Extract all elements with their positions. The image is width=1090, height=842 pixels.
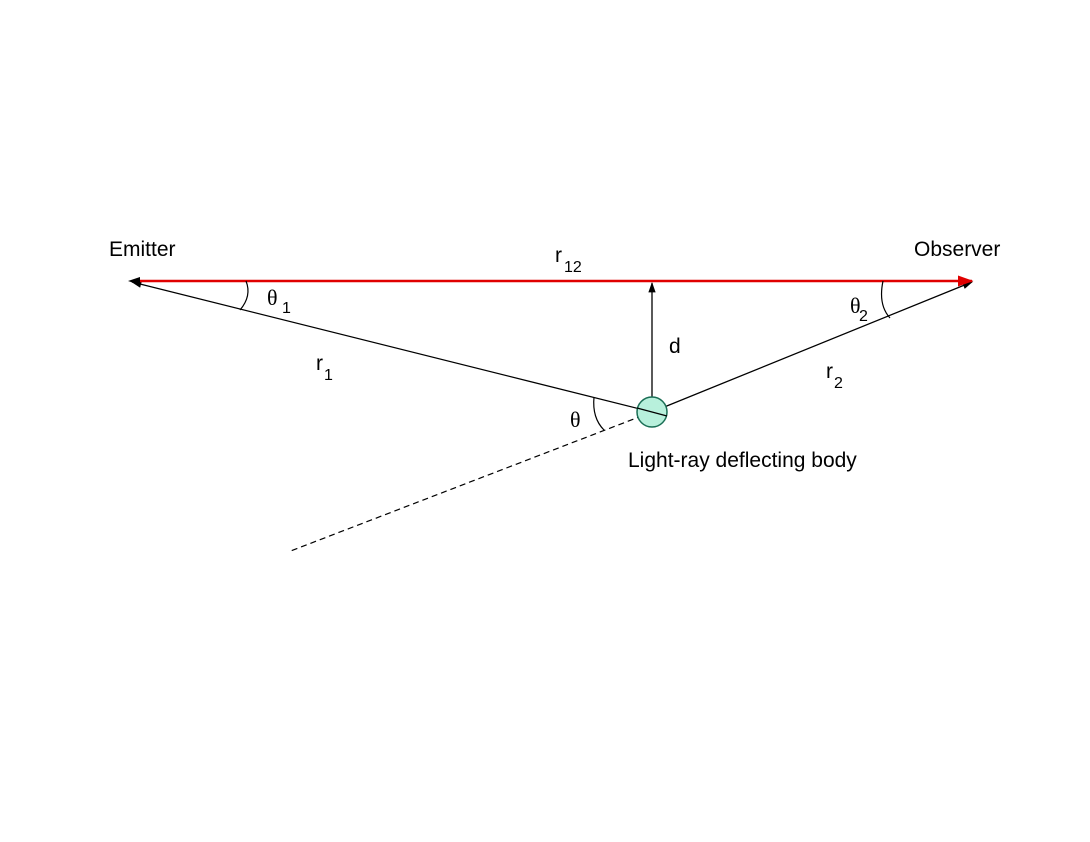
theta1-arc <box>239 280 249 311</box>
dashed-extension-line <box>287 411 653 553</box>
emitter-arrowhead <box>128 277 140 285</box>
r1-through-body <box>636 407 668 417</box>
r2-line <box>651 281 973 413</box>
observer-label: Observer <box>914 238 1000 261</box>
theta2-label: θ 2 <box>850 293 868 325</box>
d-label: d <box>669 335 681 358</box>
body-label: Light-ray deflecting body <box>628 449 857 472</box>
theta-label: θ <box>570 407 581 432</box>
theta1-label: θ 1 <box>267 285 291 317</box>
r1-label: r 1 <box>316 352 333 384</box>
r2-label: r 2 <box>826 360 843 392</box>
theta-arc <box>593 396 605 431</box>
r12-label: r 12 <box>555 244 582 276</box>
r1-line <box>130 280 653 413</box>
theta2-arc <box>880 280 891 319</box>
emitter-label: Emitter <box>109 238 176 261</box>
